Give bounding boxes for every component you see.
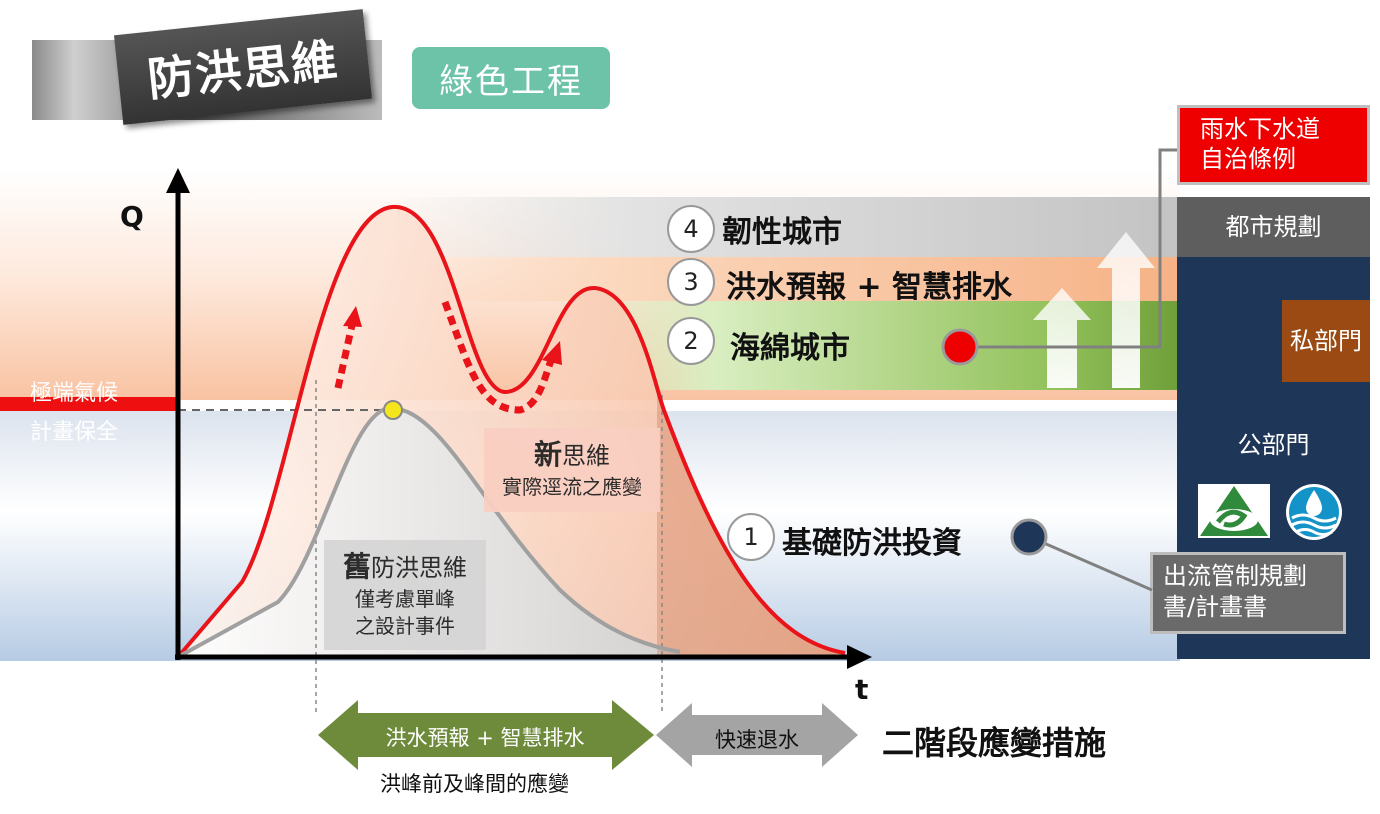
- layer-3-label: 洪水預報 + 智慧排水: [726, 270, 1013, 305]
- gray-curve: [177, 405, 681, 659]
- green-arrow-label: 洪水預報 + 智慧排水: [385, 726, 585, 750]
- extreme-climate-label: 極端氣候: [30, 381, 119, 406]
- old-thinking-bold: 舊: [342, 550, 371, 583]
- layer-2-label: 海綿城市: [730, 331, 850, 366]
- layer-band-3: [390, 257, 1180, 301]
- agency-logo-icon: [1198, 484, 1270, 538]
- basic-investment-navy-dot: [1010, 518, 1048, 556]
- old-thinking-line2: 之設計事件: [355, 613, 455, 638]
- extreme-climate-line: [0, 397, 180, 411]
- up-arrow-large: [1097, 232, 1155, 388]
- water-agency-logo-icon: [1286, 484, 1342, 540]
- layer-1-number: 1: [727, 513, 775, 561]
- outflow-plan-box: 出流管制規劃 書/計畫書: [1150, 552, 1346, 634]
- gray-double-arrow: [656, 703, 858, 767]
- protection-level-label: 計畫保全: [30, 420, 119, 445]
- old-thinking-title: 防洪思維: [371, 554, 467, 582]
- gray-arrow-label: 快速退水: [715, 728, 799, 752]
- old-thinking-line1: 僅考慮單峰: [355, 586, 455, 611]
- dotted-arrow-valley: [441, 300, 556, 414]
- layer-band-4: [390, 197, 1180, 257]
- layer-4-number: 4: [667, 205, 715, 253]
- outflow-line-2: 書/計畫書: [1163, 593, 1268, 622]
- layer-1-label: 基礎防洪投資: [782, 526, 962, 561]
- public-sector-label: 公部門: [1237, 431, 1310, 459]
- recession-shade: [657, 395, 845, 657]
- green-engineering-tag: 綠色工程: [412, 47, 610, 109]
- new-thinking-box: 新思維 實際逕流之應變: [484, 428, 660, 512]
- outflow-connector: [1029, 535, 1153, 592]
- layer-3-number: 3: [667, 258, 715, 306]
- design-peak-marker: [383, 400, 403, 420]
- regulation-line-1: 雨水下水道: [1200, 115, 1320, 143]
- pre-peak-response-label: 洪峰前及峰間的應變: [380, 772, 569, 796]
- layer-4-label: 韌性城市: [722, 215, 842, 250]
- gray-curve-area: [178, 408, 680, 657]
- red-curve: [176, 204, 846, 659]
- up-arrow-small: [1033, 288, 1091, 388]
- q-axis-label: Q: [120, 200, 144, 233]
- private-sector-box: 私部門: [1282, 300, 1370, 382]
- regulation-connector: [978, 148, 1177, 349]
- regulation-box: 雨水下水道 自治條例: [1177, 105, 1370, 185]
- two-stage-label: 二階段應變措施: [882, 724, 1107, 762]
- sponge-city-red-dot: [941, 328, 979, 366]
- regulation-line-2: 自治條例: [1200, 145, 1296, 173]
- dotted-arrow-rise: [334, 324, 356, 389]
- outflow-line-1: 出流管制規劃: [1163, 562, 1307, 590]
- green-double-arrow: [318, 700, 654, 770]
- new-thinking-bold: 新: [533, 438, 562, 471]
- urban-planning-box: 都市規劃: [1177, 197, 1370, 257]
- layer-2-number: 2: [667, 317, 715, 365]
- new-thinking-title: 思維: [562, 442, 610, 470]
- t-axis-label: t: [855, 673, 869, 706]
- new-thinking-sub: 實際逕流之應變: [502, 474, 642, 499]
- old-thinking-box: 舊防洪思維 僅考慮單峰 之設計事件: [324, 540, 486, 650]
